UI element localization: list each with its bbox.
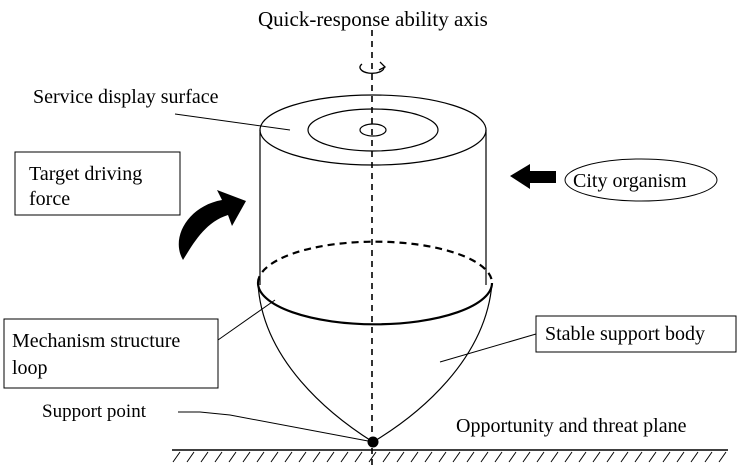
leader-lines bbox=[174, 113, 537, 442]
hatch-mark bbox=[256, 451, 265, 463]
hatch-mark bbox=[340, 451, 349, 463]
support-point-label: Support point bbox=[42, 401, 147, 422]
hatch-mark bbox=[242, 451, 251, 463]
hatch-mark bbox=[424, 451, 433, 463]
hatch-mark bbox=[382, 451, 391, 463]
cylinder-body bbox=[259, 130, 487, 285]
hatch-mark bbox=[606, 451, 615, 463]
plane-label: Opportunity and threat plane bbox=[456, 415, 687, 437]
top-surface bbox=[259, 94, 487, 166]
hatch-mark bbox=[312, 451, 321, 463]
hatch-mark bbox=[410, 451, 419, 463]
driving-force-box bbox=[14, 151, 181, 216]
hatch-mark bbox=[452, 451, 461, 463]
hatch-mark bbox=[214, 451, 223, 463]
hatch-mark bbox=[704, 451, 713, 463]
hatch-mark bbox=[634, 451, 643, 463]
hatch-mark bbox=[620, 451, 629, 463]
left-arrow-icon bbox=[510, 164, 556, 189]
hatch-mark bbox=[648, 451, 657, 463]
stable-body-label: Stable support body bbox=[545, 323, 705, 345]
city-organism-ellipse bbox=[564, 158, 718, 202]
hatch-mark bbox=[676, 451, 685, 463]
hatch-mark bbox=[172, 451, 181, 463]
hatch-mark bbox=[662, 451, 671, 463]
hatch-mark bbox=[368, 451, 377, 463]
hatch-mark bbox=[228, 451, 237, 463]
axis-label: Quick-response ability axis bbox=[258, 7, 488, 31]
hatch-mark bbox=[354, 451, 363, 463]
stable-box bbox=[535, 315, 737, 353]
surface-label: Service display surface bbox=[33, 86, 219, 108]
ground-plane bbox=[172, 449, 728, 463]
hatch-mark bbox=[536, 451, 545, 463]
hatch-mark bbox=[298, 451, 307, 463]
mechanism-box bbox=[3, 318, 219, 389]
support-point-dot bbox=[367, 436, 379, 448]
hatch-mark bbox=[200, 451, 209, 463]
hatch-mark bbox=[284, 451, 293, 463]
rotation-arrow-icon bbox=[359, 61, 387, 74]
hatch-mark bbox=[438, 451, 447, 463]
hatch-mark bbox=[522, 451, 531, 463]
mechanism-label-2: loop bbox=[12, 357, 48, 379]
hatch-mark bbox=[578, 451, 587, 463]
mechanism-label-1: Mechanism structure bbox=[12, 330, 180, 352]
mechanism-loop bbox=[256, 240, 494, 326]
hatch-mark bbox=[494, 451, 503, 463]
hatch-mark bbox=[326, 451, 335, 463]
hatch-mark bbox=[592, 451, 601, 463]
driving-force-label-1: Target driving bbox=[29, 163, 142, 185]
curved-arrow-icon bbox=[178, 190, 246, 260]
hatch-mark bbox=[564, 451, 573, 463]
driving-force-label-2: force bbox=[29, 188, 70, 210]
hatch-mark bbox=[508, 451, 517, 463]
hatch-mark bbox=[550, 451, 559, 463]
hatch-mark bbox=[270, 451, 279, 463]
hatch-mark bbox=[690, 451, 699, 463]
hatch-mark bbox=[396, 451, 405, 463]
hatch-mark bbox=[466, 451, 475, 463]
hatch-mark bbox=[718, 451, 727, 463]
city-organism-label: City organism bbox=[573, 170, 687, 192]
hatch-mark bbox=[186, 451, 195, 463]
hatch-mark bbox=[480, 451, 489, 463]
